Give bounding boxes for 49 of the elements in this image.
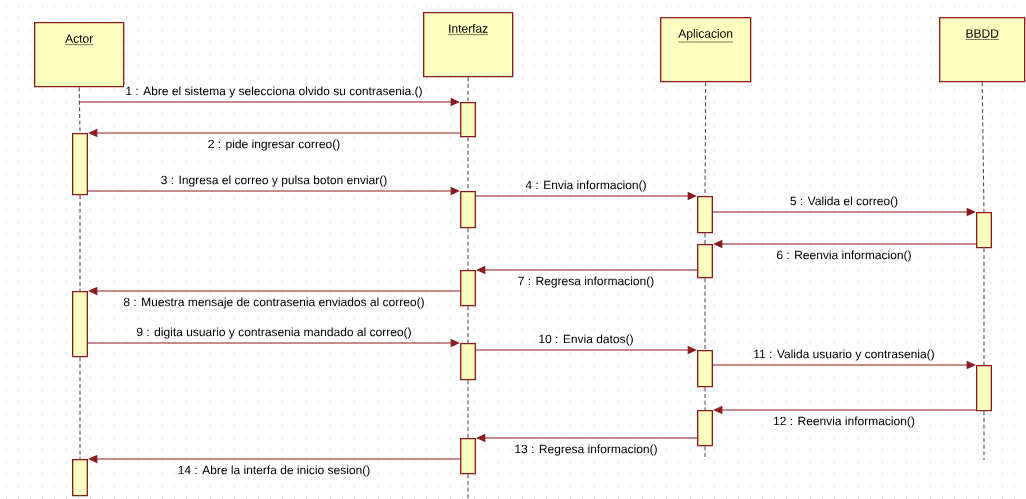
lifeline-head: Aplicacion [660,17,752,83]
lifeline [467,473,469,499]
activation-bar [976,212,992,249]
activation-bar [460,270,476,307]
activation-bar [460,438,476,475]
lifeline [467,136,469,192]
activation-bar [697,410,713,447]
message-label: 6 : Reenvia informacion() [775,249,913,263]
message-label: 4 : Envia informacion() [524,179,648,193]
lifeline [79,194,81,292]
message-label: 3 : Ingresa el correo y pulsa boton enviar() [159,174,389,188]
lifeline [704,81,707,197]
message-label: 10 : Envia datos() [537,333,635,347]
message-label: 5 : Valida el correo() [788,195,900,209]
activation-bar [697,196,713,234]
activation-bar [460,191,476,229]
message-label: 2 : pide ingresar correo() [206,138,342,152]
lifeline-head: Interfaz [423,12,514,78]
message-label: 12 : Reenvia informacion() [771,415,917,429]
lifeline [983,410,985,461]
lifeline [704,386,706,411]
activation-bar [976,365,992,412]
lifeline [981,81,985,213]
message-label: 9 : digita usuario y contrasenia mandado al correo() [135,326,413,340]
lifeline [704,232,706,245]
lifeline [704,277,706,351]
activation-bar [697,244,713,279]
message-label: 7 : Regresa informacion() [516,275,656,289]
lifeline [78,86,81,134]
activation-bar [72,291,88,358]
activation-bar [460,343,476,381]
lifeline [467,379,469,439]
activation-bar [460,102,476,138]
message-label: 13 : Regresa informacion() [513,443,659,457]
lifeline [704,445,706,461]
message-label: 11 : Valida usuario y contrasenia() [751,348,937,362]
activation-bar [72,459,88,497]
lifeline-head: BBDD [939,17,1026,83]
lifeline [79,356,81,460]
activation-bar [72,133,88,196]
activation-bar [697,350,713,388]
message-label: 14 : Abre la interfa de inicio sesion() [176,464,372,478]
lifeline [467,76,469,103]
message-label: 1 : Abre el sistema y selecciona olvido su contrasenia.() [124,85,424,99]
lifeline [467,305,469,344]
lifeline [467,227,469,271]
message-label: 8 : Muestra mensaje de contrasenia enviados al correo() [122,296,426,310]
lifeline [983,247,985,366]
lifeline-head: Actor [34,22,125,88]
